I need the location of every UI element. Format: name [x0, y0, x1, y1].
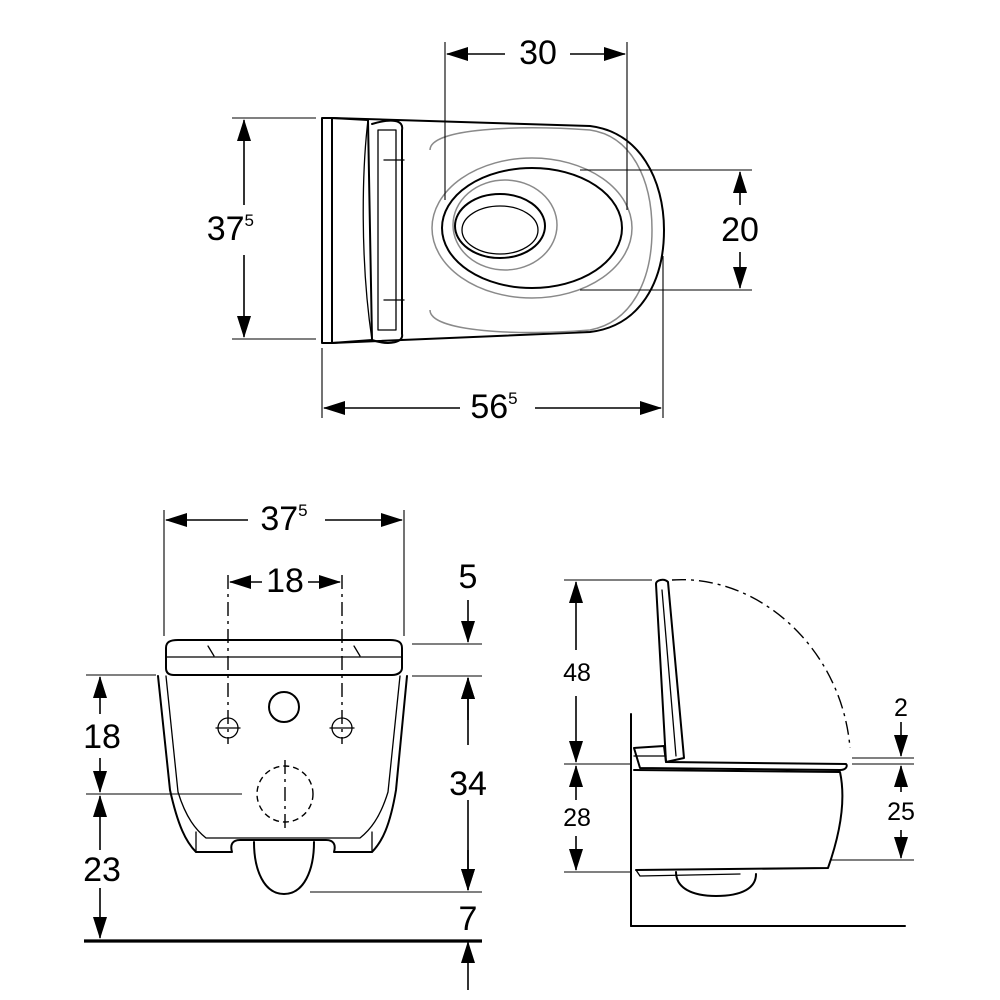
dim-front-width-label: 375: [260, 500, 307, 538]
dim-seat-thickness-label: 5: [459, 558, 478, 596]
dim-height-to-floor-label: 23: [83, 851, 121, 889]
dim-top-depth: 375: [207, 117, 316, 340]
dim-seat-offset: 2: [852, 694, 914, 765]
dim-seat-height-label: 28: [563, 804, 591, 832]
front-view: 375 18 5 34 7: [83, 500, 487, 990]
side-view: 48 28 2 25: [563, 578, 915, 927]
top-view-body: [321, 117, 665, 344]
dim-top-depth-label: 375: [207, 210, 254, 248]
dim-body-height-label: 34: [449, 765, 487, 803]
dim-lid-height: 48: [563, 579, 652, 765]
dim-seat-thickness: 5: [412, 558, 482, 720]
front-view-body: [157, 639, 408, 895]
dim-seat-offset-label: 2: [894, 694, 908, 722]
dim-bowl-depth-label: 20: [721, 211, 759, 249]
dim-floor-gap-label: 7: [459, 900, 478, 938]
dim-fixing-height-label: 18: [83, 718, 121, 756]
dim-bowl-depth: 20: [580, 169, 759, 291]
side-view-body: [633, 578, 848, 897]
dim-rim-height: 25: [830, 765, 915, 861]
dim-rim-height-label: 25: [887, 798, 915, 826]
dim-bowl-width-label: 30: [519, 34, 557, 72]
dim-height-to-floor: 23: [83, 795, 121, 939]
dim-fixing-spacing: 18: [229, 562, 341, 600]
dim-body-height: 34: [310, 677, 487, 893]
dim-lid-height-label: 48: [563, 659, 591, 687]
dim-top-width-label: 565: [470, 388, 517, 426]
lid-swing-arc: [671, 579, 851, 749]
dim-fixing-height: 18: [83, 674, 242, 795]
dim-fixing-spacing-label: 18: [266, 562, 304, 600]
dim-top-width: 565: [321, 256, 664, 426]
dim-bowl-width: 30: [444, 34, 628, 210]
dim-front-width: 375: [163, 500, 405, 636]
dim-floor-gap: 7: [459, 850, 478, 990]
dim-seat-height: 28: [563, 765, 630, 873]
top-view: 30 375 20 565: [207, 34, 759, 426]
